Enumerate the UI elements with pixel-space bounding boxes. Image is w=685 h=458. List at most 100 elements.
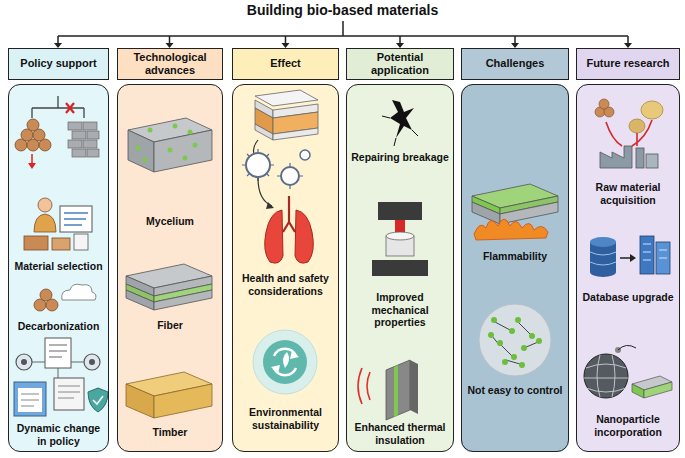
panel-layers-icon-part: [255, 90, 318, 106]
nanoparticle-icon-part: [644, 382, 672, 398]
uncontrolled-particles-icon-part-part: [529, 333, 535, 339]
column-header: Potential application: [346, 48, 454, 80]
material-choice-icon-part: [28, 163, 36, 169]
nanoparticle-icon-part: [618, 345, 636, 350]
raw-material-icon-part: [600, 146, 632, 168]
header-fill: [8, 48, 109, 80]
item-label: Improved mechanical properties: [347, 291, 453, 329]
column-panel: Repairing breakageImproved mechanical pr…: [346, 84, 454, 452]
virus-icon-part: [281, 167, 299, 185]
timber-block-part: [126, 384, 154, 418]
press-icon-part: [372, 260, 428, 276]
database-icon-part: [590, 237, 616, 247]
press-icon-part: [378, 202, 422, 220]
panel-fill: [117, 84, 223, 452]
virus-icon: [242, 140, 310, 209]
material-choice-icon-part: [66, 103, 74, 113]
database-icon: [590, 236, 670, 277]
flammable-slabs-icon-part: [474, 219, 548, 240]
column-header: Effect: [232, 48, 339, 80]
uncontrolled-particles-icon-part-part: [511, 354, 517, 360]
item-label: Health and safety considerations: [233, 272, 338, 297]
mycelium-slab: [128, 118, 212, 172]
material-choice-icon-part: [32, 96, 84, 118]
header-fill: [461, 48, 569, 80]
item-label: Nanoparticle incorporation: [577, 413, 679, 438]
panel-fill: [8, 84, 109, 452]
lungs-icon-part: [295, 210, 313, 263]
material-choice-icon-part: [15, 119, 51, 151]
insulation-wall-icon-part: [410, 360, 418, 414]
mycelium-slab-part-part: [173, 124, 178, 129]
mycelium-slab-part-part: [188, 130, 193, 135]
item-label: Environmental sustainability: [233, 406, 338, 431]
insulation-wall-icon-part: [358, 368, 370, 404]
fiber-slab-part: [154, 290, 212, 310]
uncontrolled-particles-icon-part-part: [521, 345, 527, 351]
virus-icon-part: [266, 202, 274, 209]
selection-person-icon-part: [64, 213, 88, 225]
insulation-wall-icon-part: [394, 365, 398, 417]
raw-material-icon-part: [595, 99, 614, 117]
virus-icon-part-part: [242, 149, 274, 181]
tree-lines-part: [58, 21, 628, 44]
header-fill: [576, 48, 680, 80]
virus-icon-part: [300, 150, 310, 160]
selection-person-icon: [24, 198, 92, 250]
item-label: Decarbonization: [9, 320, 108, 333]
panel-fill: [346, 84, 454, 452]
column-header: Challenges: [461, 48, 569, 80]
uncontrolled-particles-icon-part-part: [488, 332, 494, 338]
virus-icon-part: [258, 178, 272, 206]
crack-icon: [382, 100, 418, 146]
policy-change-icon-part: [84, 354, 100, 370]
lungs-icon: [265, 196, 314, 263]
material-choice-icon-part: [68, 122, 99, 157]
raw-material-icon-part: [606, 120, 652, 146]
panel-layers-icon-part: [273, 128, 318, 140]
uncontrolled-particles-icon-part: [479, 304, 551, 376]
diagram-title: Building bio-based materials: [0, 2, 685, 18]
raw-material-icon-part: [641, 101, 663, 119]
uncontrolled-particles-icon-part-part: [515, 317, 521, 323]
header-label: Effect: [267, 57, 304, 70]
policy-change-icon-part: [89, 359, 95, 365]
panel-fills: [8, 48, 680, 452]
material-choice-icon-part-part: [72, 149, 86, 157]
policy-change-icon-part: [88, 388, 108, 412]
mycelium-slab-part-part: [136, 146, 141, 151]
policy-change-icon-part: [18, 388, 42, 412]
nanoparticle-icon-part: [584, 355, 628, 397]
uncontrolled-particles-icon-part-part: [502, 359, 508, 365]
header-label: Future research: [583, 57, 672, 70]
column-header: Technological advances: [117, 48, 223, 80]
selection-person-icon-part: [34, 214, 56, 232]
uncontrolled-particles-icon-part-part: [536, 338, 542, 344]
material-choice-icon-part-part: [68, 122, 82, 130]
mycelium-slab-part-part: [193, 143, 198, 148]
fiber-slab: [126, 264, 212, 310]
timber-block: [126, 372, 212, 418]
insulation-wall-icon-part: [386, 360, 410, 420]
item-label: Raw material acquisition: [577, 181, 679, 206]
uncontrolled-particles-icon-part-part: [497, 340, 503, 346]
policy-change-icon: [14, 338, 108, 416]
database-icon-part: [630, 254, 636, 262]
press-icon-part: [386, 232, 414, 240]
uncontrolled-particles-icon: [479, 304, 551, 376]
mycelium-slab-part-part: [148, 128, 153, 133]
decarbonization-icon-part: [34, 289, 58, 311]
decarbonization-icon-part-part: [40, 289, 52, 301]
material-choice-icon-part-part: [83, 122, 97, 130]
selection-person-icon-part: [74, 234, 88, 250]
recycle-icon-part: [283, 352, 289, 368]
header-fill: [117, 48, 223, 80]
item-label: Mycelium: [118, 215, 222, 228]
policy-change-icon-part: [21, 359, 27, 365]
header-label: Challenges: [483, 57, 548, 70]
column-panel: Material selectionDecarbonizationDynamic…: [8, 84, 109, 452]
uncontrolled-particles-icon-part-part: [519, 362, 525, 368]
decarbonization-icon: [34, 284, 96, 311]
policy-change-icon-part: [54, 378, 84, 410]
panel-layers-icon: [255, 90, 318, 140]
